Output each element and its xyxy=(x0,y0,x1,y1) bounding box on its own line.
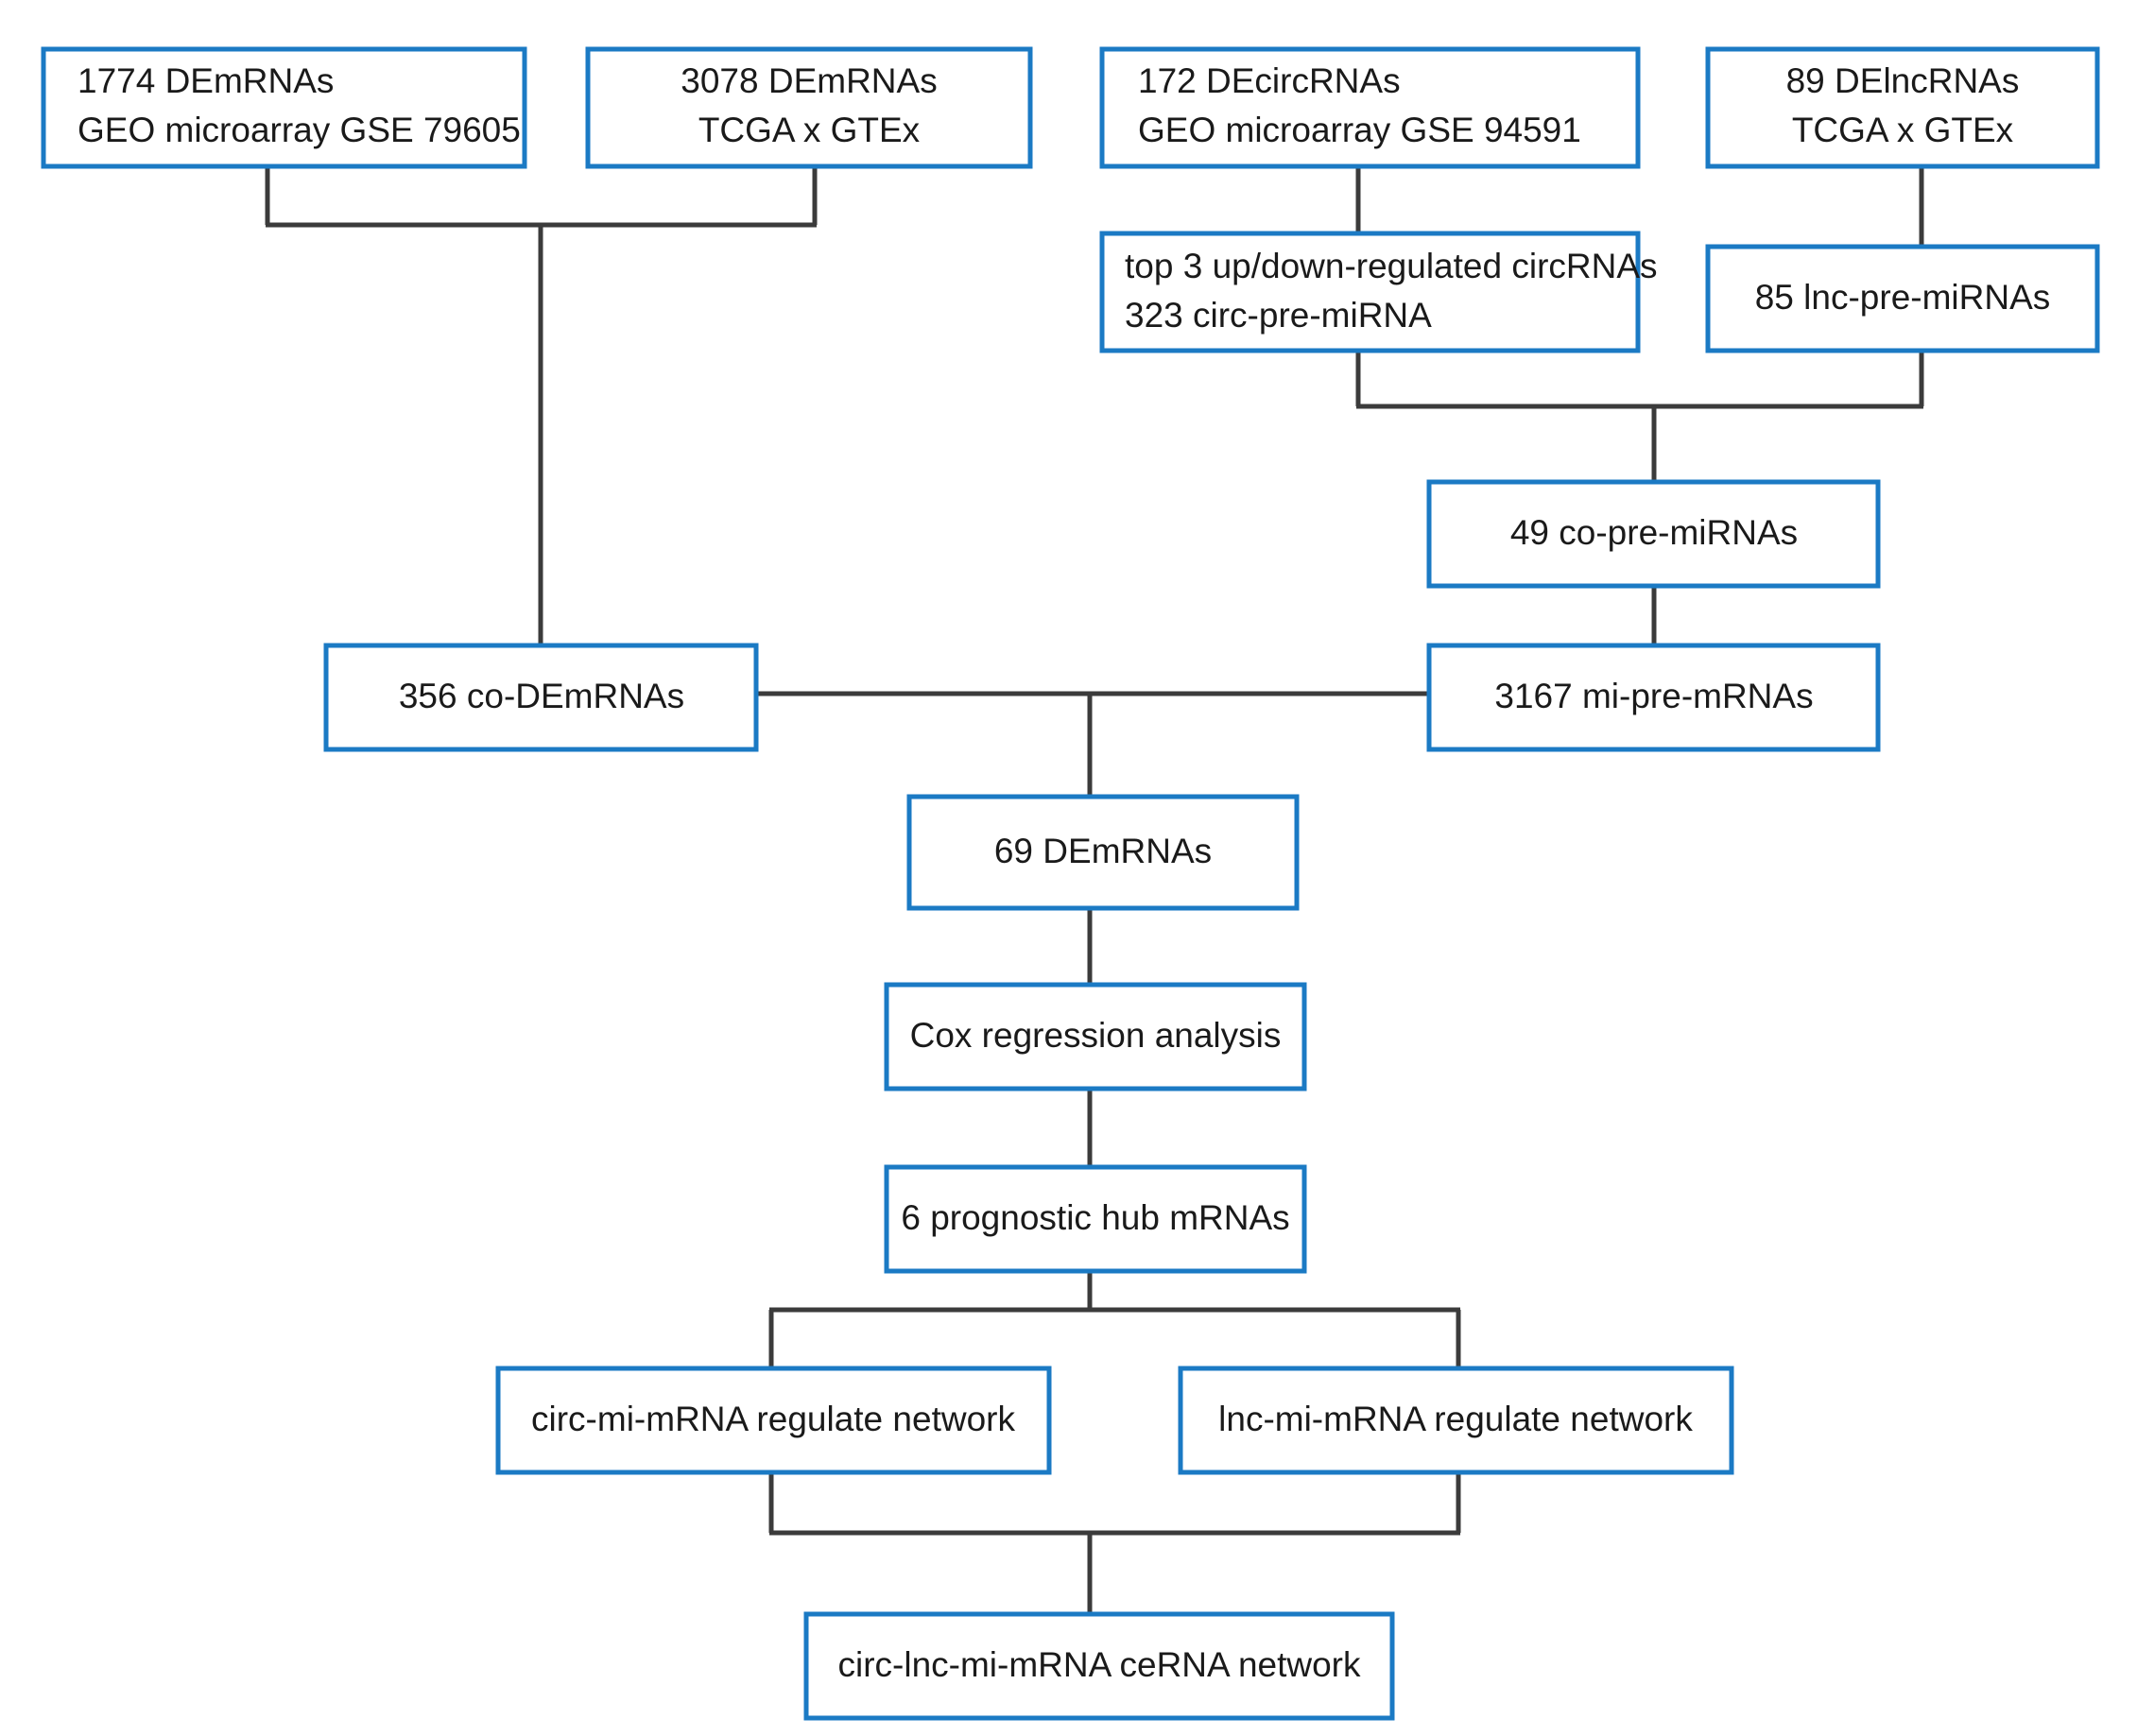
node-delncrna-tcga[interactable]: 89 DElncRNAs TCGA x GTEx xyxy=(1705,46,2100,169)
node-circ-pre-mirna-line2: 323 circ-pre-miRNA xyxy=(1125,296,1432,335)
node-circ-pre-mirna-box[interactable] xyxy=(1099,231,1641,353)
node-lnc-network-box[interactable] xyxy=(1178,1366,1734,1475)
node-co-pre-mirnas-label: 49 co-pre-miRNAs xyxy=(1510,513,1798,552)
node-lnc-network-label: lnc-mi-mRNA regulate network xyxy=(1218,1400,1693,1438)
node-mi-pre-mrnas-box[interactable] xyxy=(1426,643,1881,752)
node-co-demrnas-box[interactable] xyxy=(323,643,759,752)
node-cox-regression-box[interactable] xyxy=(884,982,1307,1091)
node-co-pre-mirnas[interactable]: 49 co-pre-miRNAs xyxy=(1426,479,1881,589)
node-lnc-pre-mirna-label: 85 lnc-pre-miRNAs xyxy=(1755,278,2051,317)
node-decircrna-geo[interactable]: 172 DEcircRNAs GEO microarray GSE 94591 xyxy=(1099,46,1641,169)
node-69-demrnas-label: 69 DEmRNAs xyxy=(994,832,1212,870)
node-lnc-pre-mirna[interactable]: 85 lnc-pre-miRNAs xyxy=(1705,244,2100,353)
node-cox-regression-label: Cox regression analysis xyxy=(910,1016,1282,1055)
node-cerna-network-box[interactable] xyxy=(803,1611,1395,1721)
node-demrna-tcga-line2: TCGA x GTEx xyxy=(698,111,921,149)
node-co-demrnas-label: 356 co-DEmRNAs xyxy=(399,677,684,715)
node-circ-network-label: circ-mi-mRNA regulate network xyxy=(531,1400,1015,1438)
node-delncrna-tcga-box[interactable] xyxy=(1705,46,2100,169)
connector-edges xyxy=(265,166,1924,1614)
node-circ-pre-mirna-line1: top 3 up/down-regulated circRNAs xyxy=(1125,247,1658,285)
node-mi-pre-mrnas-label: 3167 mi-pre-mRNAs xyxy=(1494,677,1813,715)
node-demrna-geo-box[interactable] xyxy=(41,46,527,169)
node-co-demrnas[interactable]: 356 co-DEmRNAs xyxy=(323,643,759,752)
node-decircrna-geo-line2: GEO microarray GSE 94591 xyxy=(1138,111,1581,149)
node-delncrna-tcga-line1: 89 DElncRNAs xyxy=(1786,61,2020,100)
node-cerna-network[interactable]: circ-lnc-mi-mRNA ceRNA network xyxy=(803,1611,1395,1721)
node-hub-mrnas-box[interactable] xyxy=(884,1164,1307,1274)
node-lnc-network[interactable]: lnc-mi-mRNA regulate network xyxy=(1178,1366,1734,1475)
node-mi-pre-mrnas[interactable]: 3167 mi-pre-mRNAs xyxy=(1426,643,1881,752)
node-cox-regression[interactable]: Cox regression analysis xyxy=(884,982,1307,1091)
node-demrna-tcga-line1: 3078 DEmRNAs xyxy=(681,61,937,100)
node-co-pre-mirnas-box[interactable] xyxy=(1426,479,1881,589)
node-delncrna-tcga-line2: TCGA x GTEx xyxy=(1792,111,2014,149)
node-69-demrnas[interactable]: 69 DEmRNAs xyxy=(906,794,1300,911)
node-circ-pre-mirna[interactable]: top 3 up/down-regulated circRNAs 323 cir… xyxy=(1099,231,1658,353)
node-demrna-tcga[interactable]: 3078 DEmRNAs TCGA x GTEx xyxy=(585,46,1033,169)
node-demrna-tcga-box[interactable] xyxy=(585,46,1033,169)
node-demrna-geo-line2: GEO microarray GSE 79605 xyxy=(78,111,521,149)
node-cerna-network-label: circ-lnc-mi-mRNA ceRNA network xyxy=(837,1645,1361,1684)
node-circ-network-box[interactable] xyxy=(495,1366,1052,1475)
node-hub-mrnas[interactable]: 6 prognostic hub mRNAs xyxy=(884,1164,1307,1274)
node-circ-network[interactable]: circ-mi-mRNA regulate network xyxy=(495,1366,1052,1475)
node-69-demrnas-box[interactable] xyxy=(906,794,1300,911)
node-lnc-pre-mirna-box[interactable] xyxy=(1705,244,2100,353)
node-demrna-geo[interactable]: 1774 DEmRNAs GEO microarray GSE 79605 xyxy=(41,46,527,169)
node-decircrna-geo-box[interactable] xyxy=(1099,46,1641,169)
node-demrna-geo-line1: 1774 DEmRNAs xyxy=(78,61,334,100)
node-hub-mrnas-label: 6 prognostic hub mRNAs xyxy=(901,1198,1289,1237)
node-decircrna-geo-line1: 172 DEcircRNAs xyxy=(1138,61,1401,100)
